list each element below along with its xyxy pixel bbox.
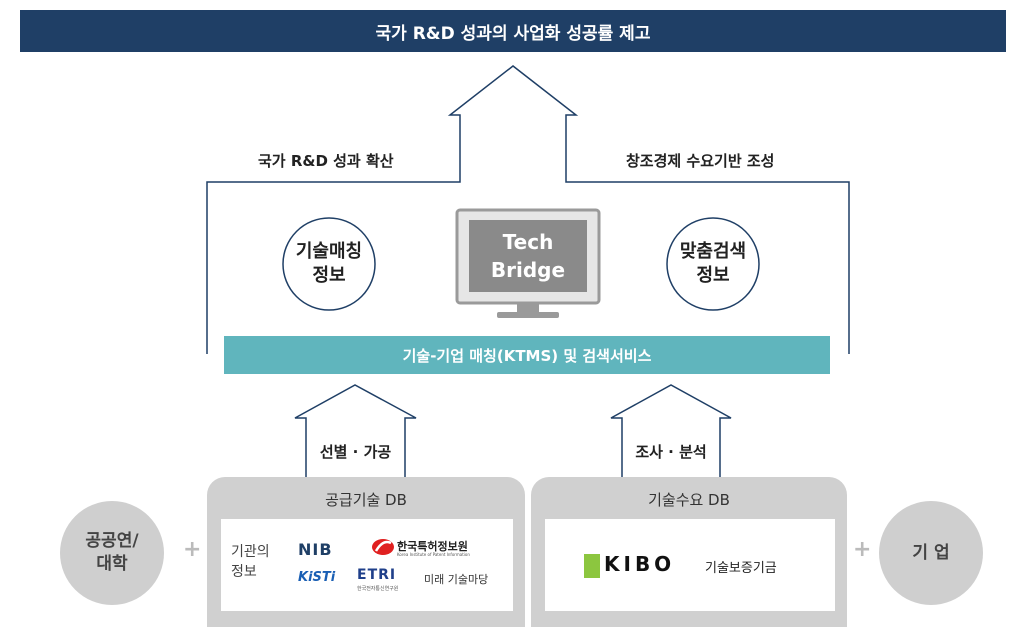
tech-bridge-line1: Tech [502,230,554,254]
left-up-arrow [294,384,417,483]
demand-db-title: 기술수요 DB [648,491,730,509]
banner: 국가 R&D 성과의 사업화 성공률 제고 [20,10,1006,52]
kibo-name: 기술보증기금 [705,561,777,576]
outcome-left: 국가 R&D 성과 확산 [258,152,394,170]
right-up-arrow [610,384,732,483]
process-left: 선별 · 가공 [319,443,392,461]
kipi-emblem-icon [372,539,394,555]
kisti-logo: KiSTi [298,570,336,585]
outcome-right: 창조경제 수요기반 조성 [626,152,775,170]
plus-left: + [183,537,202,562]
tech-market-logo: 미래 기술마당 [424,573,489,586]
source-right: 기 업 [879,501,983,605]
monitor-stand [497,312,559,318]
custom-search-line2: 정보 [696,265,730,286]
matching-info-line2: 정보 [312,265,346,286]
kibo-logo: KIBO [604,552,676,576]
plus-right: + [853,537,872,562]
circle-right [666,217,760,311]
nib-logo: NIB [298,540,333,559]
banner-title: 국가 R&D 성과의 사업화 성공률 제고 [375,23,651,44]
main-arrow-frame [206,65,850,354]
service-bar: 기술-기업 매칭(KTMS) 및 검색서비스 [224,336,830,374]
source-right-label: 기 업 [912,542,950,563]
matching-info-line1: 기술매칭 [295,240,363,262]
matching-info: 기술매칭 정보 [283,218,375,310]
source-left: 공공연/ 대학 [60,501,164,605]
process-right: 조사 · 분석 [635,443,707,461]
source-left-line1: 공공연/ [85,531,139,552]
kibo-mark-icon [584,554,600,578]
etri-sub: 한국전자통신연구원 [357,586,399,592]
tech-bridge-line2: Bridge [490,258,566,282]
tech-bridge: Tech Bridge [469,220,587,292]
custom-search-line1: 맞춤검색 [679,240,747,262]
circle-left [282,217,376,311]
supply-db-title: 공급기술 DB [325,491,407,509]
source-left-line2: 대학 [96,554,128,574]
custom-search-info: 맞춤검색 정보 [667,218,759,310]
kipi-name: 한국특허정보원 [397,540,468,553]
etri-logo: ETRI [357,567,397,583]
org-info-line2: 정보 [231,564,257,581]
kipi-sub: Korea Institute of Patent Information [397,552,470,557]
org-info-line1: 기관의 [231,544,270,560]
supply-db-logos [221,519,513,611]
monitor-screen [469,220,587,292]
service-bar-label: 기술-기업 매칭(KTMS) 및 검색서비스 [402,346,652,365]
org-info-label: 기관의 정보 [231,542,270,583]
monitor-neck [517,303,539,313]
